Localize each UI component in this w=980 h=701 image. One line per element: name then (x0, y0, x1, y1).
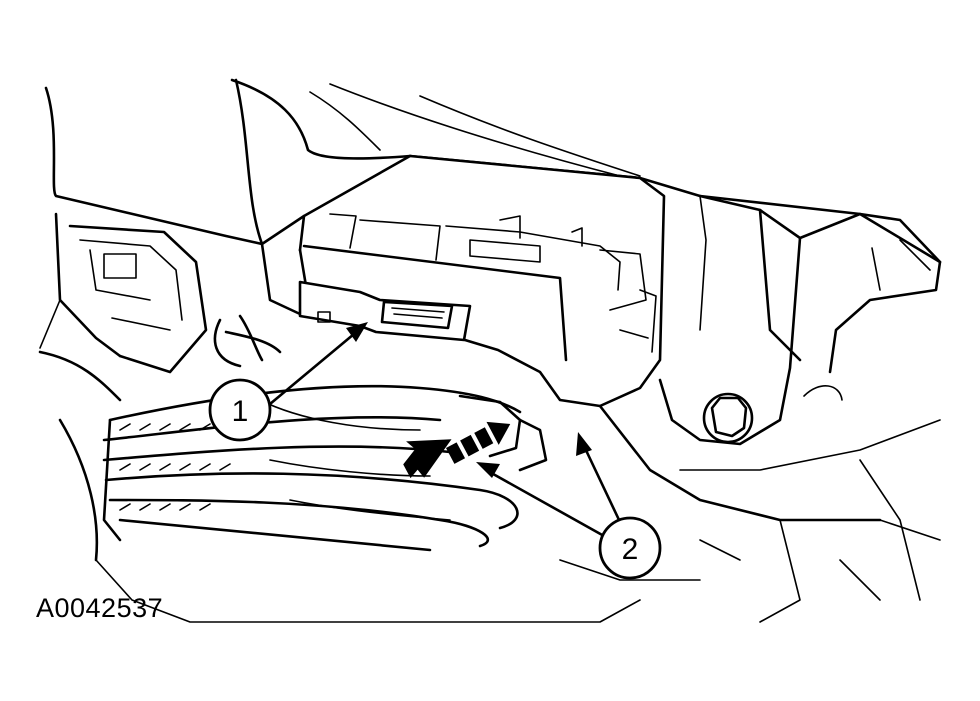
leader-lines (268, 322, 622, 538)
leader-arrowhead-1 (346, 322, 368, 342)
floor-area (38, 350, 941, 623)
module-body (260, 154, 666, 408)
callout-2: 2 (598, 516, 662, 580)
disconnect-arrows (403, 421, 511, 479)
leader-arrowhead-2a (476, 462, 500, 478)
wiring-harness (102, 314, 548, 552)
connector-latch (298, 280, 472, 342)
leader-arrowhead-2b (576, 432, 592, 456)
mounting-bracket (658, 194, 942, 446)
callout-2-label: 2 (622, 533, 639, 566)
callout-1: 1 (208, 378, 272, 442)
left-bracket (39, 212, 208, 374)
dashed-arrow (445, 421, 511, 464)
solid-arrow (403, 439, 452, 479)
figure-id-label: A0042537 (36, 593, 164, 623)
callout-1-label: 1 (232, 395, 249, 428)
